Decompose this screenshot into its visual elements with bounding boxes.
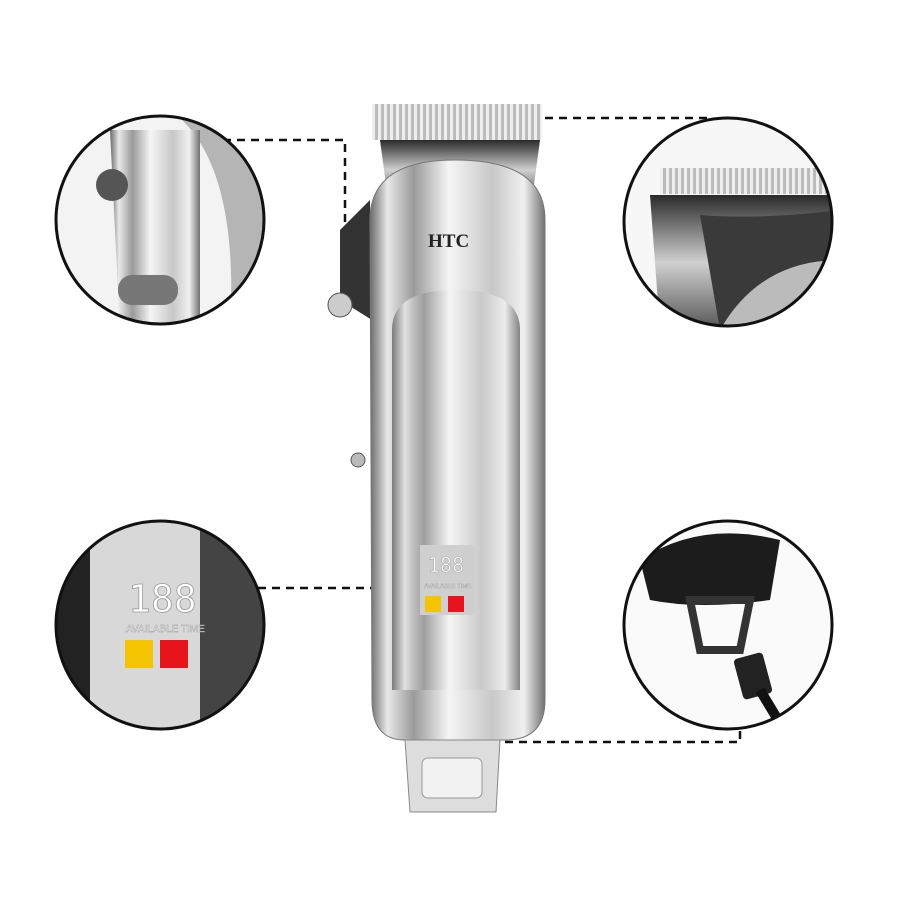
brand-logo: HTC xyxy=(428,231,469,252)
callout-taper-lever xyxy=(56,116,264,324)
callout-3-outline xyxy=(54,519,266,731)
callout-lcd-digits: 188 xyxy=(128,577,197,621)
clipper-body xyxy=(327,104,546,813)
callout-blade xyxy=(624,118,832,326)
lcd-display xyxy=(420,545,475,615)
lcd-digits: 188 xyxy=(428,553,464,577)
callout-1-outline xyxy=(54,114,266,326)
lcd-caption: AVAILABLE TIME xyxy=(424,584,471,590)
callout-2-outline xyxy=(622,116,834,328)
callout-lcd-caption: AVAILABLE TIME xyxy=(126,624,205,635)
callout-charging-port xyxy=(624,521,832,729)
callout-4-outline xyxy=(622,519,834,731)
